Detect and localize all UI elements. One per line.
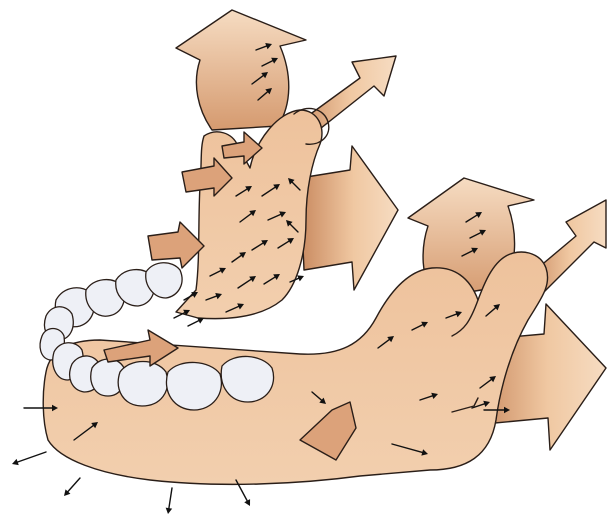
growth-arrow-back-horizontal [300, 146, 398, 290]
growth-vector-arrow [66, 478, 80, 494]
tooth [118, 362, 167, 407]
arrowhead [166, 508, 173, 514]
growth-vector-arrow [168, 488, 172, 511]
growth-arrow-back-up [176, 10, 306, 130]
tooth [166, 362, 221, 410]
growth-vector-arrow [15, 452, 46, 463]
tooth [221, 356, 273, 402]
